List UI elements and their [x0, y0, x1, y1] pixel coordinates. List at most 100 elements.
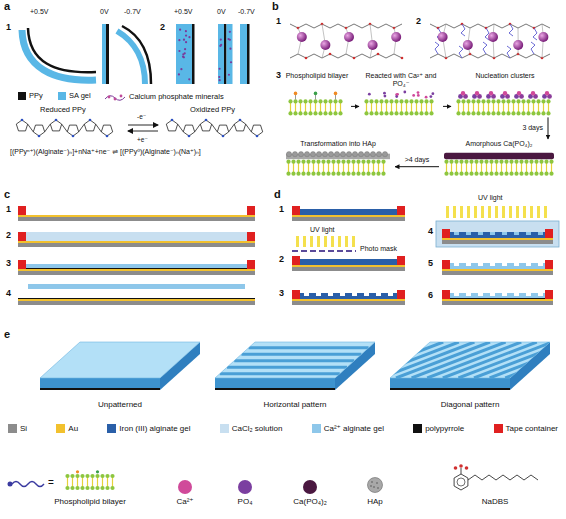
- lipid-head: [100, 474, 104, 478]
- pattern-notch: [466, 263, 471, 266]
- legend-swatch: [18, 92, 26, 100]
- side-chain: [509, 24, 513, 36]
- uv-ray: [303, 236, 306, 247]
- lipid-head: [449, 172, 453, 176]
- reaction-label: +e⁻: [137, 136, 148, 143]
- lipid-head: [519, 172, 523, 176]
- legend-swatch: [220, 424, 229, 433]
- substrate: [292, 256, 405, 271]
- uv-ray: [446, 206, 449, 218]
- lipid-tail: [486, 163, 487, 173]
- bilayer-illustration: [456, 91, 551, 115]
- slab-top: [215, 342, 375, 378]
- hap-crystal: [316, 152, 321, 157]
- lipid-tail: [536, 163, 537, 173]
- edge-label: 3 days: [521, 124, 544, 132]
- lipid-head: [514, 160, 518, 164]
- hap-symbol: [377, 487, 379, 489]
- ion-dot: [368, 93, 371, 96]
- lipid-tail: [72, 477, 73, 487]
- lipid-head: [541, 111, 545, 115]
- head-group: [314, 92, 318, 96]
- lipid-head: [499, 160, 503, 164]
- mineral-dot: [227, 38, 229, 40]
- lipid-head: [356, 172, 360, 176]
- legend-label: Au: [68, 424, 78, 433]
- lipid-tail: [97, 477, 98, 487]
- uv-ray: [460, 206, 463, 218]
- polymer-network: [290, 23, 403, 60]
- lipid-head: [321, 172, 325, 176]
- side-chain: [435, 42, 439, 54]
- lipid-head: [328, 111, 332, 115]
- tape-container: [397, 290, 405, 299]
- lipid-head: [361, 172, 365, 176]
- legend-label: NaDBS: [482, 497, 509, 506]
- mask-label: Photo mask: [360, 245, 397, 253]
- gel-layer: [300, 209, 397, 215]
- lipid-tail: [348, 163, 349, 173]
- legend-item: Phospholipid bilayer: [54, 444, 126, 506]
- lipid-head: [534, 172, 538, 176]
- hap-crystal: [310, 152, 315, 157]
- gel-layer: [26, 268, 247, 269]
- lipid-head: [544, 172, 548, 176]
- lipid-tail: [458, 102, 459, 112]
- lipid-tail: [496, 163, 497, 173]
- oxygen-atom: [353, 57, 356, 60]
- lipid-tail: [333, 163, 334, 173]
- lipid-head: [291, 160, 295, 164]
- pyrrole-ring: [166, 120, 177, 131]
- lipid-tail: [551, 163, 552, 173]
- bond: [96, 124, 102, 132]
- pattern-ridge: [505, 342, 566, 378]
- ion-dot: [417, 91, 420, 94]
- lipid-head: [75, 474, 79, 478]
- lipid-tail: [401, 102, 402, 112]
- pattern-notch: [466, 232, 471, 235]
- pattern-notch: [526, 293, 531, 296]
- step-caption: Transformation into HAp: [282, 140, 394, 148]
- pyrrole-ring: [67, 125, 78, 136]
- lipid-head: [466, 111, 470, 115]
- lipid-head: [546, 99, 550, 103]
- hap-crystal: [286, 152, 291, 157]
- nitrogen-atom: [72, 135, 75, 138]
- lipid-tail: [466, 163, 467, 173]
- lipid-head: [509, 160, 513, 164]
- lipid-head: [296, 160, 300, 164]
- si-wafer: [292, 267, 405, 271]
- gel-layer: [26, 264, 247, 268]
- hap-crystal: [328, 152, 333, 157]
- lipid-head: [318, 99, 322, 103]
- step-number: 6: [428, 290, 433, 300]
- bilayer-illustration: [286, 152, 390, 176]
- lipid-head: [459, 172, 463, 176]
- bond: [45, 124, 51, 132]
- lipid-head: [371, 160, 375, 164]
- lipid-tail: [288, 163, 289, 173]
- bond: [212, 124, 218, 132]
- mineral-dot: [178, 39, 180, 41]
- benzene-ring: [454, 474, 468, 490]
- tape-container: [18, 206, 26, 215]
- lipid-head: [534, 160, 538, 164]
- mineral-symbol: [120, 95, 123, 98]
- legend-item: SA gel: [58, 92, 91, 101]
- lipid-head: [384, 99, 388, 103]
- tape-container: [545, 229, 553, 238]
- lipid-tail: [478, 102, 479, 112]
- bond: [229, 124, 235, 132]
- tape-container: [18, 232, 26, 241]
- nitrogen-atom: [38, 135, 41, 138]
- reaction-equation: [(PPyⁿ⁺)(Alginate⁻)ₙ]+nNa⁺+ne⁻ ⇌ [(PPy⁰)…: [10, 148, 201, 156]
- process-step: Transformation into HAp: [282, 140, 394, 177]
- lipid-head: [308, 99, 312, 103]
- substrate: [442, 229, 553, 244]
- lipid-head: [414, 111, 418, 115]
- lipid-head: [516, 99, 520, 103]
- hap-crystal: [376, 152, 381, 157]
- pattern-ridge: [220, 372, 340, 375]
- lipid-head: [489, 172, 493, 176]
